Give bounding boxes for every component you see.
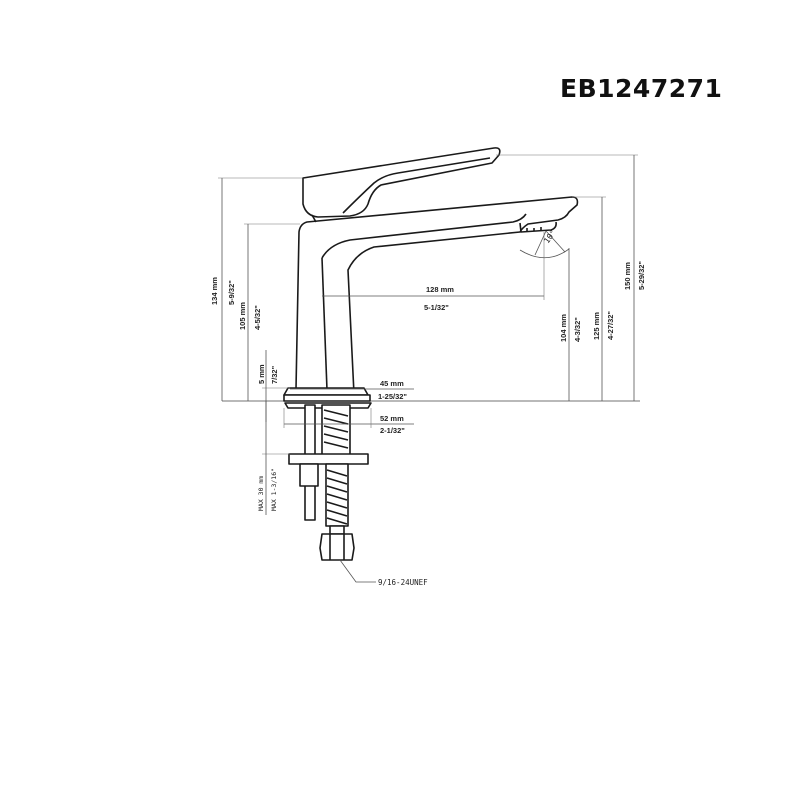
lever-inner-contour (342, 157, 491, 214)
dim-5-mm: 5 mm (257, 364, 266, 384)
dim-52-inch: 2-1/32" (380, 426, 405, 435)
aerator (519, 221, 557, 233)
dim-45-inch: 1-25/32" (378, 392, 407, 401)
dim-134-inch: 5-9/32" (227, 280, 236, 305)
lever-joint (311, 214, 317, 223)
hose-coils-lower (326, 469, 348, 525)
thread-label: 9/16-24UNEF (378, 578, 428, 587)
model-number: EB1247271 (560, 74, 723, 103)
mounting-plate (288, 453, 369, 465)
angle-ray-right (545, 230, 566, 253)
dim-5-inch: 7/32" (270, 365, 279, 384)
dim-max-inch: MAX 1-3/16" (270, 468, 278, 511)
dim-max-mm: MAX 30 mm (257, 476, 265, 511)
hose-ferrule (329, 525, 345, 535)
hose-nut (319, 533, 355, 561)
dim-134-mm: 134 mm (210, 277, 219, 305)
dim-125-mm: 125 mm (592, 312, 601, 340)
dim-104-mm: 104 mm (559, 314, 568, 342)
dim-150-mm: 150 mm (623, 262, 632, 290)
spout-inner-contour (321, 213, 527, 259)
angle-ray-left (534, 230, 547, 256)
dim-45-mm: 45 mm (380, 379, 404, 388)
faucet-body (295, 196, 579, 395)
dim-125-inch: 4-27/32" (606, 311, 615, 340)
angle-arc (519, 248, 570, 259)
dim-128-inch: 5-1/32" (424, 303, 449, 312)
body-inner-contour (321, 257, 328, 391)
dim-150-inch: 5-29/32" (637, 261, 646, 290)
dim-105-mm: 105 mm (238, 302, 247, 330)
dim-128-mm: 128 mm (426, 285, 454, 294)
dim-104-inch: 4-3/32" (573, 317, 582, 342)
dim-52-mm: 52 mm (380, 414, 404, 423)
mounting-nut (299, 463, 319, 487)
base-plate (283, 394, 371, 402)
hose-coils-upper (323, 409, 349, 449)
dim-105-inch: 4-5/32" (253, 305, 262, 330)
thread-leader (339, 559, 376, 583)
